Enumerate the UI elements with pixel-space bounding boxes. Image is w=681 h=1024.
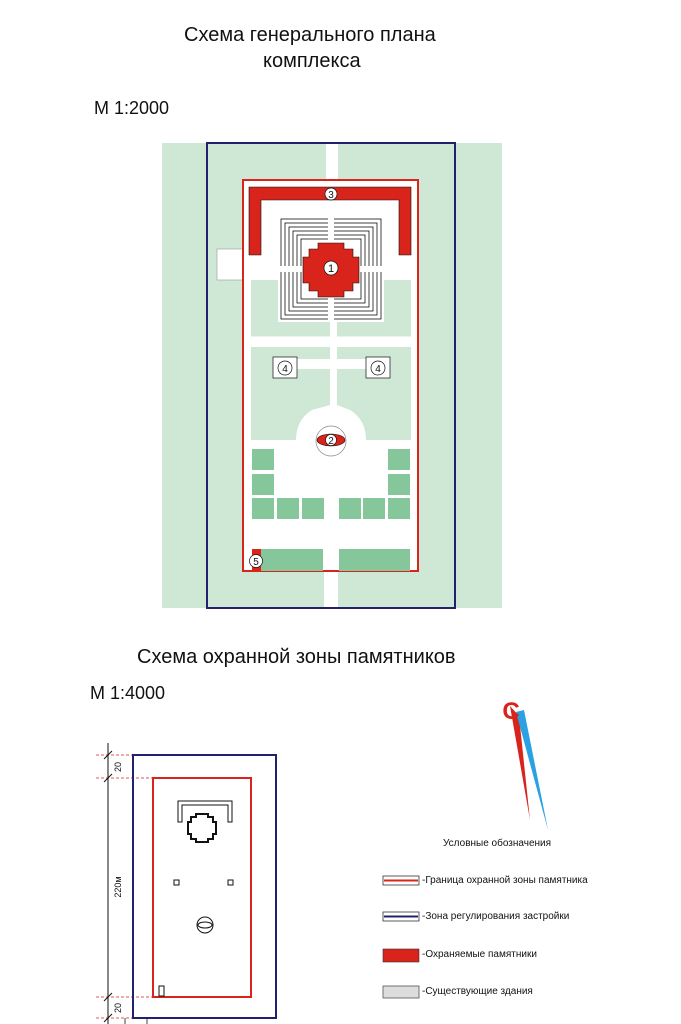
mini-monument-1 (187, 813, 217, 843)
legend-item-existing-buildings: -Существующие здания (422, 986, 533, 997)
cross-alley (280, 359, 382, 369)
marker-label-5: 5 (253, 557, 259, 568)
legend-title: Условные обозначения (443, 838, 552, 849)
legend-symbol-regulation-zone (382, 911, 420, 922)
legend-symbol-protection-boundary (382, 875, 420, 886)
legend-item-regulation-zone: -Зона регулирования застройки (422, 911, 570, 922)
zone-scale: М 1:4000 (90, 683, 166, 703)
zone-regulation-rect (132, 754, 277, 1019)
marker-label-4-east: 4 (375, 364, 381, 375)
lawn-east (337, 347, 411, 440)
existing-building-left (216, 248, 245, 281)
south-road (324, 570, 338, 608)
north-arrow-icon (510, 706, 548, 830)
legend-item-monuments: -Охраняемые памятники (422, 949, 537, 960)
plan-title-line1: Схема генерального плана (184, 24, 436, 46)
lawn-west (251, 347, 330, 440)
marker-circle-1 (323, 260, 339, 276)
marker-label-3: 3 (328, 190, 334, 201)
north-road (326, 143, 338, 183)
north-letter: С (502, 698, 519, 725)
legend-symbol-existing-buildings (382, 985, 420, 999)
plan-title-line2: комплекса (263, 50, 361, 72)
mini-wall (177, 800, 233, 823)
regulation-zone-boundary (206, 142, 456, 609)
mini-pavilion-east (227, 879, 234, 886)
legend-symbol-monuments (382, 948, 420, 963)
monument-wall (248, 186, 412, 256)
marker-label-1: 1 (328, 263, 334, 275)
marker-circle-3 (324, 187, 338, 201)
lawn-ne-upper (337, 280, 411, 340)
mini-monument-2 (196, 916, 214, 934)
planting-beds (252, 449, 410, 571)
zone-protection-rect (152, 777, 252, 998)
legend-item-protection-boundary: -Граница охранной зоны памятника (422, 875, 588, 886)
marker-label-4-west: 4 (282, 364, 288, 375)
marker-label-2: 2 (328, 436, 334, 447)
mini-monument-5 (158, 985, 165, 997)
mini-pavilion-west (173, 879, 180, 886)
dim-top-label: 20 (113, 762, 123, 772)
zone-title: Схема охранной зоны памятников (137, 646, 456, 668)
plan-scale: М 1:2000 (94, 98, 170, 118)
dim-bottom-label: 20 (113, 1003, 123, 1013)
lawn-nw-upper (251, 280, 330, 340)
dim-middle-label: 220м (113, 876, 123, 897)
